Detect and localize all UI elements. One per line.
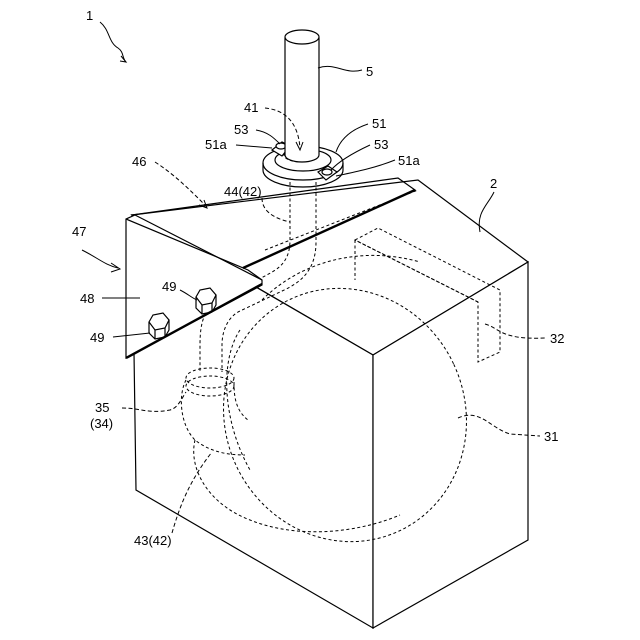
label-47: 47 <box>72 224 86 239</box>
label-51a-left: 51a <box>205 137 227 152</box>
pipe-5 <box>285 30 319 162</box>
leader-51a-left <box>236 145 272 148</box>
label-5: 5 <box>366 64 373 79</box>
label-43-42: 43(42) <box>134 533 172 548</box>
label-53-right: 53 <box>374 137 388 152</box>
label-32: 32 <box>550 331 564 346</box>
bolt-53-right <box>322 169 332 175</box>
label-41: 41 <box>244 100 258 115</box>
label-49-upper: 49 <box>162 279 176 294</box>
label-1: 1 <box>86 8 93 23</box>
leader-47 <box>82 250 118 268</box>
leader-2 <box>479 192 494 232</box>
label-44-42: 44(42) <box>224 184 262 199</box>
label-53-left: 53 <box>234 122 248 137</box>
leader-1 <box>100 22 126 62</box>
label-2: 2 <box>490 176 497 191</box>
label-51: 51 <box>372 116 386 131</box>
pipe-5-top-rim <box>285 30 319 44</box>
label-35: 35 <box>95 400 109 415</box>
label-34: (34) <box>90 416 113 431</box>
label-48: 48 <box>80 291 94 306</box>
leader-53a <box>256 130 280 144</box>
label-51a-right: 51a <box>398 153 420 168</box>
leader-46 <box>155 162 205 205</box>
leader-51a-right <box>336 160 395 176</box>
label-46: 46 <box>132 154 146 169</box>
label-49-lower: 49 <box>90 330 104 345</box>
leader-5 <box>318 66 362 71</box>
label-31: 31 <box>544 429 558 444</box>
